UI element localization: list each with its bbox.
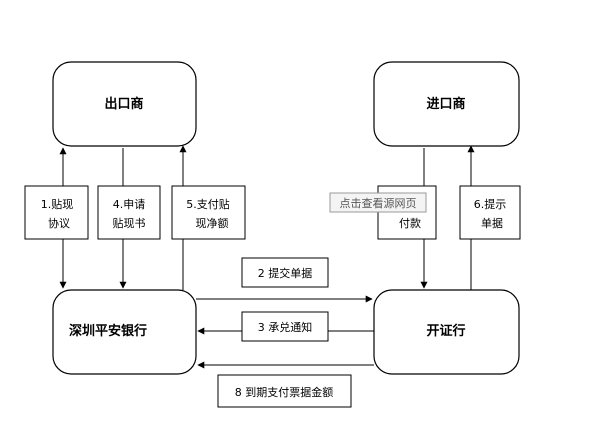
node-issuing-bank: 开证行 (373, 289, 520, 375)
label-net-payment: 5.支付贴 现净额 (171, 185, 246, 240)
label-submit-docs: 2 提交单据 (241, 257, 329, 288)
label-docs-prompt-line1: 6.提示 (474, 198, 507, 211)
label-application: 4.申请 贴现书 (97, 185, 161, 240)
label-docs-prompt-line2: 单据 (481, 216, 503, 230)
node-exporter-label: 出口商 (104, 96, 143, 112)
node-exporter: 出口商 (52, 61, 197, 147)
label-maturity-payment-text: 8 到期支付票据金额 (235, 385, 334, 399)
label-agreement-line1: 1.贴现 (41, 197, 74, 211)
label-agreement: 1.贴现 协议 (24, 185, 89, 240)
view-source-tooltip[interactable]: 点击查看源网页 (329, 192, 427, 213)
label-docs-prompt: 6.提示 单据 (459, 185, 521, 240)
label-net-payment-line1: 5.支付贴 (186, 197, 230, 211)
label-application-line1: 4.申请 (113, 198, 146, 211)
label-maturity-payment: 8 到期支付票据金额 (217, 374, 352, 408)
label-agreement-line2: 协议 (48, 216, 70, 230)
label-application-line2: 贴现书 (113, 216, 146, 230)
node-bank: 深圳平安银行 (52, 289, 197, 375)
node-importer-label: 进口商 (426, 96, 465, 112)
label-acceptance-notice: 3 承兑通知 (241, 311, 329, 342)
label-importer-payment-line2: 付款 (399, 216, 421, 230)
node-bank-label: 深圳平安银行 (69, 323, 147, 339)
view-source-tooltip-text[interactable]: 点击查看源网页 (340, 196, 417, 210)
label-net-payment-line2: 现净额 (196, 216, 229, 230)
node-importer: 进口商 (373, 61, 520, 147)
node-issuing-bank-label: 开证行 (426, 323, 465, 339)
label-acceptance-notice-text: 3 承兑通知 (258, 320, 313, 334)
label-submit-docs-text: 2 提交单据 (258, 266, 313, 280)
